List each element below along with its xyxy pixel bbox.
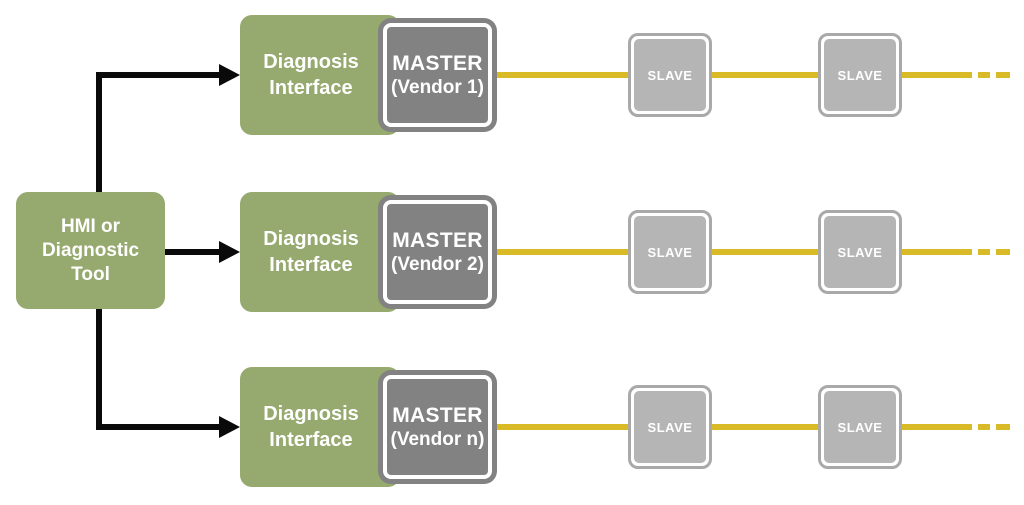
slave-label: SLAVE — [634, 216, 706, 288]
bus-row-3: Diagnosis Interface MASTER (Vendor n) SL… — [0, 367, 1024, 487]
slave-box-2: SLAVE — [818, 385, 902, 469]
slave-label: SLAVE — [824, 216, 896, 288]
hmi-to-row2-connector-line — [163, 249, 221, 255]
diagnosis-label-line2: Interface — [269, 77, 353, 99]
master-title: MASTER — [392, 228, 483, 252]
diagnosis-interface-label: Diagnosis Interface — [263, 226, 359, 278]
diagnosis-label-line2: Interface — [269, 429, 353, 451]
diagnosis-label-line1: Diagnosis — [263, 228, 359, 250]
diagnosis-label-line1: Diagnosis — [263, 403, 359, 425]
hmi-label: HMI or Diagnostic Tool — [42, 215, 139, 287]
hmi-to-row1-connector-line — [96, 72, 221, 78]
hmi-label-line3: Tool — [71, 263, 110, 285]
arrowhead-row3-icon — [219, 416, 240, 438]
bus-line-dash — [996, 249, 1010, 255]
master-subtitle: (Vendor 2) — [391, 253, 484, 275]
diagnosis-interface-box: Diagnosis Interface — [240, 15, 400, 135]
slave-box-2: SLAVE — [818, 33, 902, 117]
slave-box-1: SLAVE — [628, 33, 712, 117]
bus-line — [495, 424, 972, 430]
bus-row-2: Diagnosis Interface MASTER (Vendor 2) SL… — [0, 192, 1024, 312]
hmi-to-row3-connector-line — [96, 424, 221, 430]
slave-box-1: SLAVE — [628, 210, 712, 294]
slave-box-1: SLAVE — [628, 385, 712, 469]
master-subtitle: (Vendor 1) — [391, 76, 484, 98]
slave-label: SLAVE — [824, 39, 896, 111]
master-box-inner: MASTER (Vendor 2) — [383, 200, 492, 304]
hmi-diagnostic-tool-box: HMI or Diagnostic Tool — [16, 192, 165, 309]
master-box-vendor-n: MASTER (Vendor n) — [378, 370, 497, 484]
bus-line — [495, 72, 972, 78]
master-title: MASTER — [392, 51, 483, 75]
master-subtitle: (Vendor n) — [390, 428, 485, 450]
diagnosis-interface-label: Diagnosis Interface — [263, 49, 359, 101]
slave-label: SLAVE — [634, 39, 706, 111]
master-box-vendor-1: MASTER (Vendor 1) — [378, 18, 497, 132]
master-box-inner: MASTER (Vendor n) — [383, 375, 492, 479]
hmi-label-line2: Diagnostic — [41, 239, 140, 261]
diagnosis-label-line1: Diagnosis — [263, 51, 359, 73]
arrowhead-row2-icon — [219, 241, 240, 263]
arrowhead-row1-icon — [219, 64, 240, 86]
bus-line-dash — [978, 249, 990, 255]
slave-label: SLAVE — [824, 391, 896, 463]
bus-line-dash — [996, 424, 1010, 430]
bus-line-dash — [978, 72, 990, 78]
master-box-vendor-2: MASTER (Vendor 2) — [378, 195, 497, 309]
diagnosis-interface-box: Diagnosis Interface — [240, 192, 400, 312]
diagnosis-interface-box: Diagnosis Interface — [240, 367, 400, 487]
bus-line-dash — [996, 72, 1010, 78]
bus-row-1: Diagnosis Interface MASTER (Vendor 1) SL… — [0, 15, 1024, 135]
slave-box-2: SLAVE — [818, 210, 902, 294]
bus-line-dash — [978, 424, 990, 430]
diagnosis-label-line2: Interface — [269, 254, 353, 276]
bus-line — [495, 249, 972, 255]
master-title: MASTER — [392, 403, 483, 427]
diagnosis-interface-label: Diagnosis Interface — [263, 401, 359, 453]
slave-label: SLAVE — [634, 391, 706, 463]
master-box-inner: MASTER (Vendor 1) — [383, 23, 492, 127]
hmi-label-line1: HMI or — [60, 215, 121, 237]
